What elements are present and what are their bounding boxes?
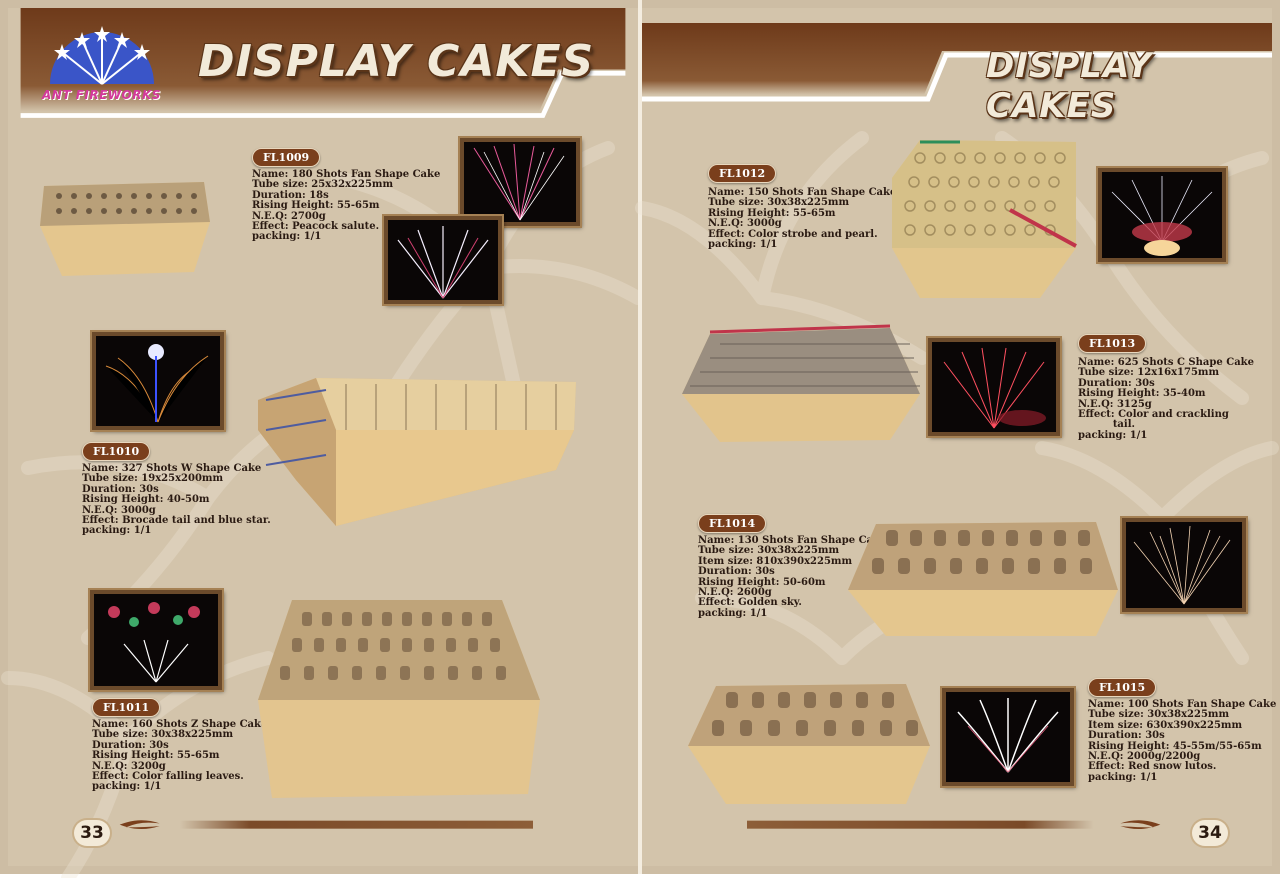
product-code-badge: FL1014 <box>698 514 767 533</box>
logo-fan-icon <box>50 26 154 85</box>
firework-photo <box>92 332 224 430</box>
left-page: ANT FIREWORKS DISPLAY CAKES FL1009 Name:… <box>1 8 645 878</box>
right-footer-bar <box>747 820 1161 830</box>
left-header-banner <box>20 8 626 118</box>
product-code-badge: FL1009 <box>252 148 321 167</box>
brand-name: ANT FIREWORKS <box>42 88 161 102</box>
firework-photo <box>384 216 502 304</box>
firework-photo <box>928 338 1060 436</box>
product-specs: Name: 625 Shots C Shape Cake Tube size: … <box>1078 357 1254 441</box>
product-specs: Name: 327 Shots W Shape Cake Tube size: … <box>82 463 271 537</box>
right-header-banner <box>642 23 1272 102</box>
firework-photo <box>90 590 222 690</box>
firework-photo <box>1098 168 1226 262</box>
product-specs: Name: 180 Shots Fan Shape Cake Tube size… <box>252 169 441 243</box>
cake-image-fl1015 <box>688 684 930 804</box>
product-specs: Name: 100 Shots Fan Shape Cake Tube size… <box>1088 699 1277 783</box>
cake-image-fl1014 <box>848 522 1118 636</box>
cake-image-fl1013 <box>682 324 920 442</box>
product-code-badge: FL1013 <box>1078 334 1147 353</box>
brand-logo: ANT FIREWORKS <box>42 22 172 112</box>
firework-photo <box>942 688 1074 786</box>
cake-image-fl1009 <box>40 182 210 276</box>
product-specs: Name: 160 Shots Z Shape Cake Tube size: … <box>92 719 268 793</box>
page-spine <box>638 0 642 874</box>
left-footer-bar <box>119 820 533 830</box>
cake-image-fl1012 <box>892 140 1077 298</box>
cake-image-fl1011 <box>258 600 540 798</box>
product-code-badge: FL1015 <box>1088 678 1157 697</box>
page-title: DISPLAY CAKES <box>986 46 1152 126</box>
firework-photo <box>460 138 580 226</box>
product-specs: Name: 130 Shots Fan Shape Cake Tube size… <box>698 535 886 619</box>
page-number: 34 <box>1192 820 1228 846</box>
firework-photo <box>1122 518 1246 612</box>
page-title: DISPLAY CAKES <box>198 36 595 87</box>
product-code-badge: FL1012 <box>708 164 777 183</box>
product-code-badge: FL1011 <box>92 698 161 717</box>
product-specs: Name: 150 Shots Fan Shape Cake Tube size… <box>708 187 897 251</box>
product-code-badge: FL1010 <box>82 442 151 461</box>
page-number: 33 <box>74 820 110 846</box>
right-page: DISPLAY CAKES FL1012 Name: 150 Shots Fan… <box>635 8 1279 866</box>
cake-image-fl1010 <box>258 378 576 526</box>
